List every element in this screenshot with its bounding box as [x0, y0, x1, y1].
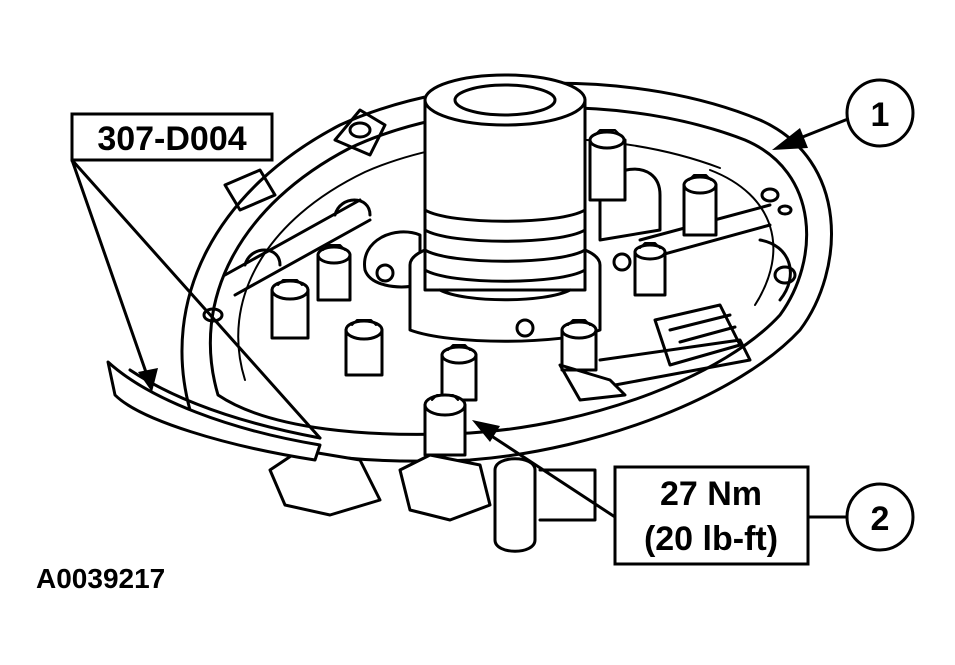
bolt [316, 244, 352, 302]
callout-1: 1 [845, 78, 915, 148]
callout-2-number: 2 [871, 500, 890, 538]
bolt [682, 174, 718, 237]
leaders [70, 117, 852, 519]
bolt [588, 129, 627, 202]
bolt [440, 344, 478, 402]
callout-1-number: 1 [871, 96, 890, 134]
tool-label: 307-D004 [70, 112, 274, 162]
lower-assembly [268, 303, 752, 553]
stator-hub [363, 73, 632, 343]
bolts [270, 129, 718, 457]
torque-line-1: 27 Nm [660, 475, 762, 513]
bolt [560, 319, 598, 372]
figure-id: A0039217 [36, 563, 165, 594]
bolt [633, 242, 667, 297]
torque-spec: 27 Nm (20 lb-ft) [613, 465, 810, 566]
torque-line-2: (20 lb-ft) [644, 520, 778, 558]
callout-2: 2 [845, 482, 915, 552]
tool-label-text: 307-D004 [97, 120, 246, 158]
bolt [270, 279, 310, 340]
bolt [344, 319, 384, 377]
bolt-torqued [423, 393, 467, 457]
